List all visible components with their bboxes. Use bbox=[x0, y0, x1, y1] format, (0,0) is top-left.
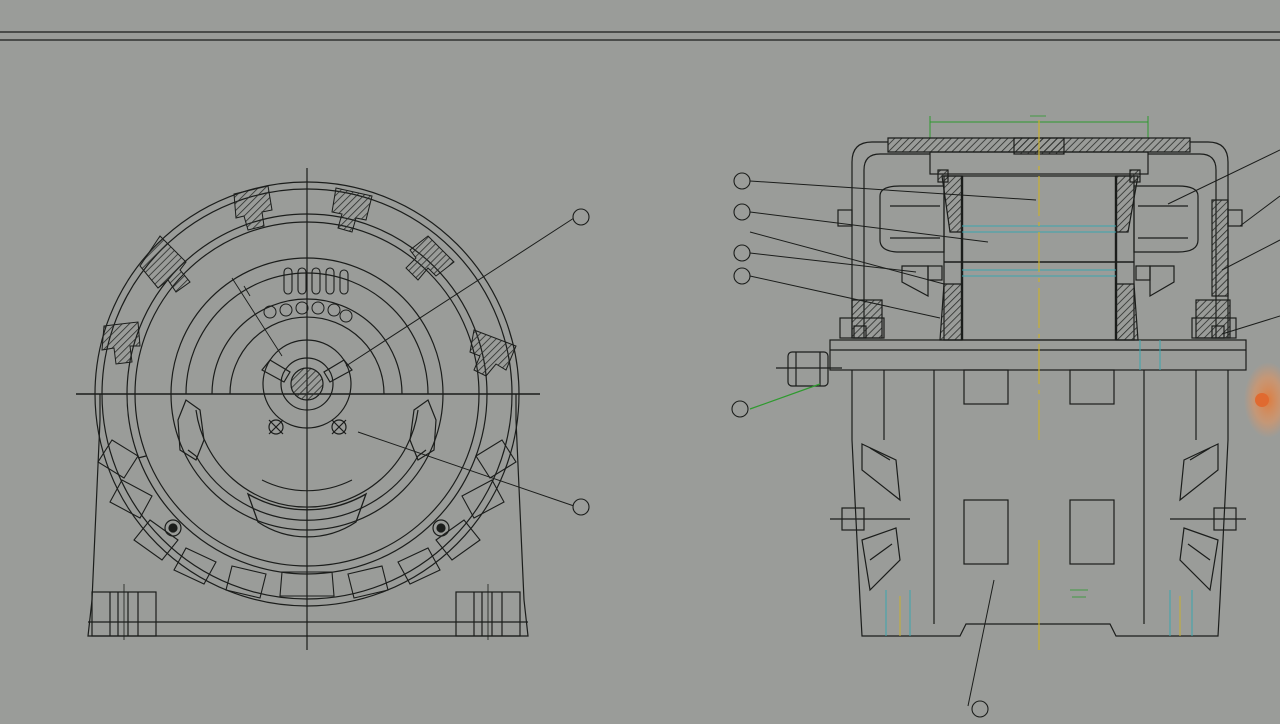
front-callout-leaders bbox=[345, 217, 575, 507]
green-leader bbox=[749, 383, 821, 410]
side-callout-4 bbox=[733, 267, 751, 285]
side-callout-5 bbox=[731, 400, 749, 418]
side-callout-leaders bbox=[749, 149, 1280, 707]
front-callout-top bbox=[572, 208, 590, 226]
front-view bbox=[76, 168, 540, 650]
side-view bbox=[776, 116, 1247, 637]
side-view-center-text-marks bbox=[1030, 115, 1088, 598]
side-callout-2 bbox=[733, 203, 751, 221]
side-callout-6 bbox=[971, 700, 989, 718]
front-callout-bottom bbox=[572, 498, 590, 516]
side-callout-3 bbox=[733, 244, 751, 262]
drawing-border-top bbox=[0, 31, 1280, 41]
side-callout-1 bbox=[733, 172, 751, 190]
cursor-highlight-icon bbox=[1244, 362, 1280, 438]
